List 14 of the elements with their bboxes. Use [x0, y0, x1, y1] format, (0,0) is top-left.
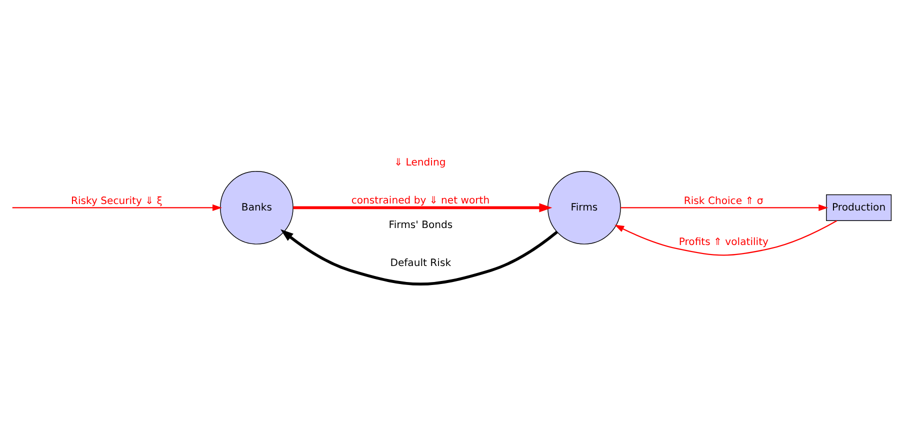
edge-label: Profits ⇑ volatility — [678, 236, 768, 248]
arrow — [293, 203, 552, 212]
node-circle: Firms — [548, 171, 621, 244]
node-box: Production — [826, 194, 892, 222]
arrow — [12, 204, 222, 212]
edge-label: Risky Security ⇓ ξ — [70, 196, 162, 207]
edge-label: constrained by ⇓ net worth — [351, 196, 490, 207]
edge-label: Risk Choice ⇑ σ — [684, 196, 764, 207]
edge-label: Default Risk — [390, 258, 452, 270]
edge-label: Firms' Bonds — [388, 220, 453, 232]
arrow — [614, 220, 838, 256]
arrow — [620, 204, 828, 212]
edge-label: ⇓ Lending — [394, 157, 446, 168]
arrow — [280, 229, 558, 286]
